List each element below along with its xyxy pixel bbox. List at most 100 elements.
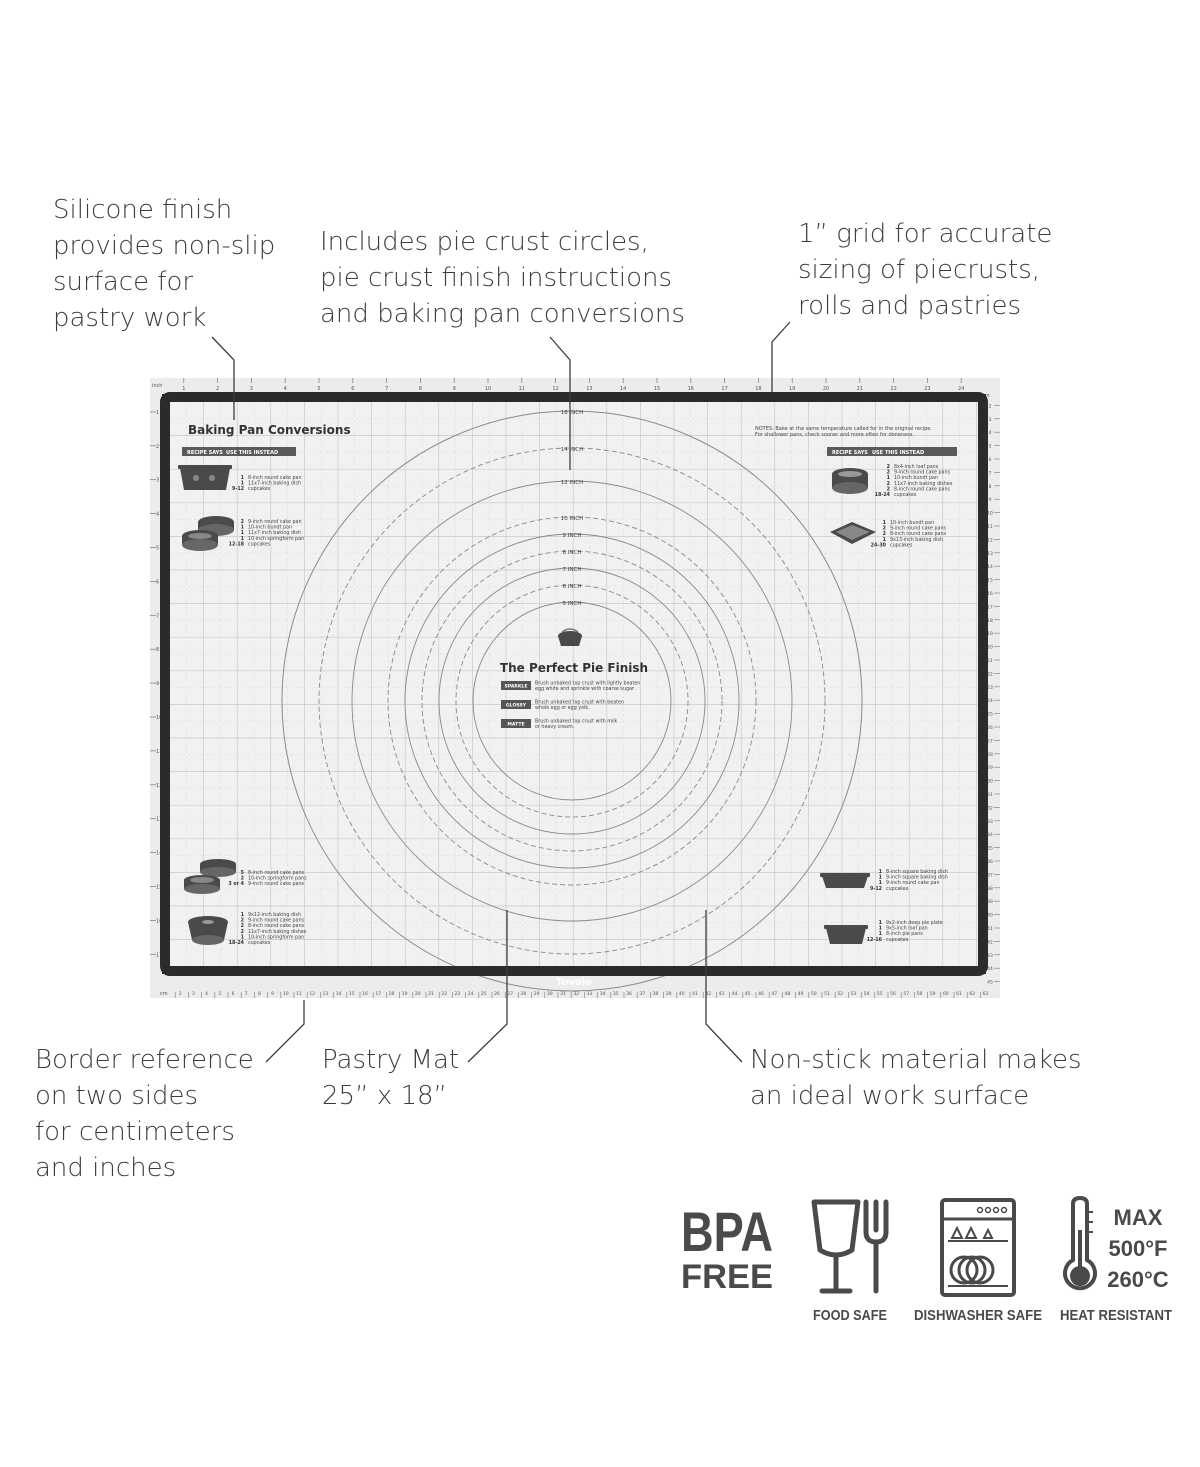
bpa-text: BPA xyxy=(681,1200,773,1263)
ruler-number: 2 xyxy=(989,403,992,409)
conversion-description: 8-inch round cake pans xyxy=(894,486,950,492)
ruler-number: 36 xyxy=(626,991,632,997)
ruler-number: 17 xyxy=(375,991,381,997)
pie-finish-tag-bg xyxy=(501,681,531,690)
ruler-number: 29 xyxy=(987,765,993,771)
conversion-quantity: 1 xyxy=(879,875,882,881)
circle-size-label: 6 INCH xyxy=(563,584,582,590)
ruler-number: 28 xyxy=(521,991,527,997)
loaf-pan-icon xyxy=(178,465,232,490)
ruler-number: 21 xyxy=(428,991,434,997)
ruler-number: 61 xyxy=(956,991,962,997)
conversion-quantity: 1 xyxy=(883,537,886,543)
circle-size-label: 12 INCH xyxy=(561,480,583,486)
inch-ruler-label: inch xyxy=(152,383,162,389)
callout-includes-line: and baking pan conversions xyxy=(320,299,685,329)
conversion-quantity: 1 xyxy=(241,475,244,481)
ruler-number: 26 xyxy=(494,991,500,997)
ruler-number: 33 xyxy=(987,819,993,825)
ruler-number: 57 xyxy=(903,991,909,997)
pie-finish-instruction: egg white and sprinkle with coarse sugar… xyxy=(535,686,635,692)
conversion-quantity: 2 xyxy=(241,519,244,525)
conversion-quantity: 1 xyxy=(879,931,882,937)
conversion-description: 9x12-inch baking dish xyxy=(248,912,301,918)
ruler-number: 10 xyxy=(283,991,289,997)
conversion-quantity: 2 xyxy=(241,918,244,924)
callout-border-line: and inches xyxy=(35,1153,177,1183)
ruler-number: 25 xyxy=(987,712,993,718)
conversion-quantity: 2 xyxy=(241,929,244,935)
ruler-number: 62 xyxy=(969,991,975,997)
pie-finish-tag: SPARKLE xyxy=(505,684,528,690)
dishwasher-icon xyxy=(940,1198,1016,1297)
circle-size-label: 7 INCH xyxy=(563,567,582,573)
conversion-quantity: 18-24 xyxy=(875,492,891,498)
loaf-pan-icon-2 xyxy=(824,925,868,944)
ruler-number: 36 xyxy=(987,859,993,865)
conversion-description: cupcakes xyxy=(248,940,271,946)
ruler-number: 50 xyxy=(811,991,817,997)
conversion-description: 9-inch round cake pan xyxy=(886,880,940,886)
callout-border: Border reference on two sides for centim… xyxy=(35,1042,254,1186)
conversion-quantity: 1 xyxy=(241,934,244,940)
pie-crust-circle xyxy=(318,447,826,955)
ruler-number: 14 xyxy=(987,564,993,570)
heat-resistant-badge: MAX 500°F 260°C HEAT RESISTANT xyxy=(1060,1195,1172,1324)
ruler-number: 19 xyxy=(987,631,993,637)
conversion-quantity: 12-18 xyxy=(229,541,245,547)
ruler-number: 41 xyxy=(987,926,993,932)
ruler-number: 14 xyxy=(156,851,162,857)
conversion-quantity: 1 xyxy=(879,869,882,875)
conversion-description: 10-inch springform pans xyxy=(248,876,307,882)
ruler-number: 13 xyxy=(987,551,993,557)
conversion-quantity: 1 xyxy=(879,920,882,926)
ruler-number: 32 xyxy=(573,991,579,997)
leader-silicone xyxy=(211,336,235,420)
ruler-number: 12 xyxy=(552,386,558,392)
ruler-number: 24 xyxy=(468,991,474,997)
ruler-number: 20 xyxy=(987,645,993,651)
ruler-number: 22 xyxy=(441,991,447,997)
callout-silicone: Silicone finish provides non-slip surfac… xyxy=(53,192,275,336)
conversion-quantity: 12-16 xyxy=(867,937,883,943)
conversion-quantity: 5 xyxy=(241,870,244,876)
conversion-quantity: 1 xyxy=(241,912,244,918)
square-pan-icon xyxy=(830,522,876,544)
notes-line: NOTES: Bake at the same temperature call… xyxy=(755,426,932,432)
callout-grid: 1” grid for accurate sizing of piecrusts… xyxy=(798,216,1052,324)
callout-silicone-line: pastry work xyxy=(53,303,207,333)
conversion-description: cupcakes xyxy=(894,492,917,498)
conversion-header-bar-right xyxy=(827,447,957,456)
circle-size-label: 10 INCH xyxy=(561,516,583,522)
ruler-number: 42 xyxy=(987,939,993,945)
conversion-description: 8-inch square baking dish xyxy=(886,869,948,875)
ruler-number: 10 xyxy=(987,511,993,517)
food-safe-label: FOOD SAFE xyxy=(813,1307,887,1324)
ruler-number: 5 xyxy=(156,546,159,552)
conversion-quantity: 2 xyxy=(883,531,886,537)
conversion-description: 9-inch round cake pans xyxy=(894,470,950,476)
dishwasher-safe-badge: DISHWASHER SAFE xyxy=(914,1198,1042,1324)
conversion-quantity: 2 xyxy=(887,481,890,487)
bpa-free-badge: BPA FREE xyxy=(681,1200,773,1296)
ruler-number: 21 xyxy=(987,658,993,664)
callout-includes: Includes pie crust circles, pie crust fi… xyxy=(320,224,685,332)
ruler-number: 27 xyxy=(987,738,993,744)
ruler-number: 26 xyxy=(987,725,993,731)
pie-icon xyxy=(558,628,582,646)
ruler-number: 41 xyxy=(692,991,698,997)
ruler-number: 4 xyxy=(156,512,159,518)
ruler-number: 10 xyxy=(156,715,162,721)
ruler-number: 8 xyxy=(156,647,159,653)
ruler-number: 8 xyxy=(989,484,992,490)
ruler-number: 17 xyxy=(156,952,162,958)
ruler-number: 15 xyxy=(349,991,355,997)
callout-nonstick-line: an ideal work surface xyxy=(750,1081,1030,1111)
callout-grid-line: 1” grid for accurate xyxy=(798,219,1053,249)
conversion-description: 9x5-inch loaf pan xyxy=(886,926,928,932)
